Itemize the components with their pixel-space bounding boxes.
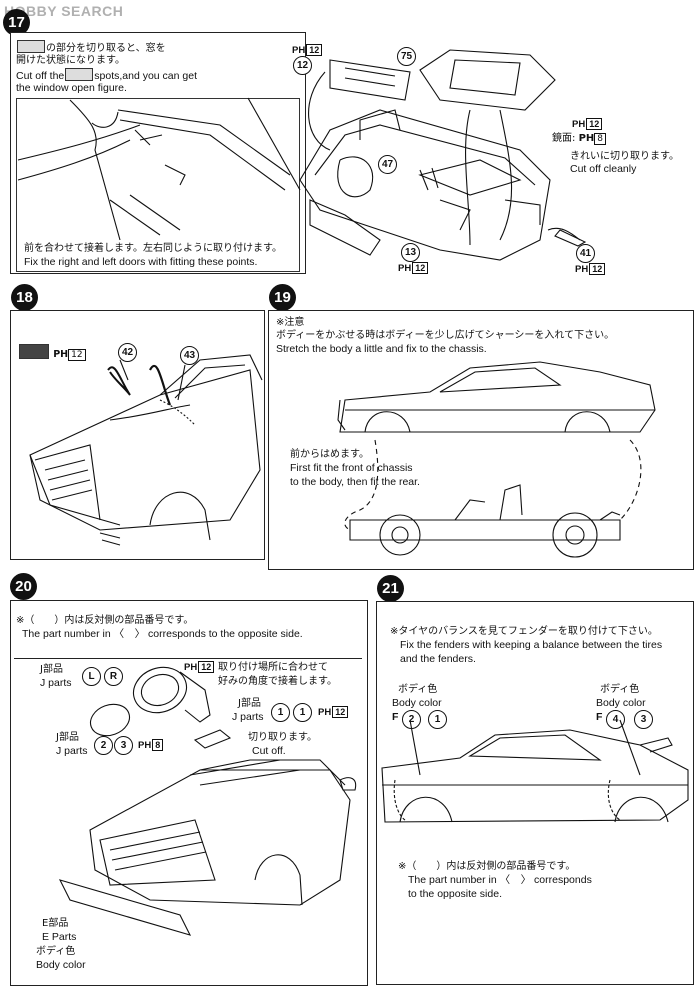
s21-foot-en-2: to the opposite side. (408, 888, 502, 900)
step-18-badge: 18 (11, 284, 38, 311)
s21-car-side-drawing (381, 719, 689, 823)
watermark: HOBBY SEARCH (4, 3, 124, 19)
s19-fit-guides (344, 439, 642, 531)
door-detail-box (16, 98, 300, 272)
part-f1: 1 (428, 710, 447, 729)
part-j1-b: 1 (293, 703, 312, 722)
s20-j2-jp: J部品 (238, 698, 261, 709)
s20-car-front-drawing (58, 759, 357, 936)
cut-area-swatch (17, 40, 45, 53)
s20-cut-jp: 切り取ります。 (248, 732, 317, 743)
s21-right-code: F (596, 711, 603, 723)
s20-j3-en: J parts (56, 745, 88, 757)
s21-left-code: F (392, 711, 399, 723)
s19-body-drawing (337, 361, 656, 433)
s19-front-jp: 前からはめます。 (290, 449, 369, 460)
part-j1-a: 1 (271, 703, 290, 722)
s20-cut-en: Cut off. (252, 745, 286, 757)
step-19-panel (268, 310, 694, 570)
s21-note-en-1: Fix the fenders with keeping a balance b… (400, 639, 663, 651)
s20-j3-jp: J部品 (56, 732, 79, 743)
s21-right-jp: ボディ色 (600, 684, 640, 695)
s19-note-jp-1: ※注意 (276, 317, 305, 328)
s20-e-en: E Parts (42, 931, 77, 943)
s21-note-jp: ※タイヤのバランスを見てフェンダーを取り付けて下さい。 (390, 626, 658, 637)
s17-fit-en: Fix the right and left doors with fittin… (24, 256, 258, 268)
part-12-label: 12 (293, 56, 312, 75)
s17-note-en-2: the window open figure. (16, 82, 127, 94)
s20-note-jp: ※（ ）内は反対側の部品番号です。 (16, 615, 194, 626)
s17-note-jp-1: の部分を切り取ると、窓を (16, 40, 166, 55)
s19-front-en-2: to the body, then fit the rear. (290, 476, 420, 488)
paint-swatch (19, 344, 49, 359)
step-20-badge: 20 (10, 573, 37, 600)
s21-left-en: Body color (392, 697, 442, 709)
s20-attach-jp-2: 好みの角度で接着します。 (218, 676, 337, 687)
part-f4: 4 (606, 710, 625, 729)
part-l-label: L (82, 667, 101, 686)
step-17-badge: 17 (3, 9, 30, 36)
part-f3: 3 (634, 710, 653, 729)
s20-e-jp: E部品 (42, 918, 69, 929)
cut-area-swatch-2 (65, 68, 94, 81)
door-detail-drawing (17, 99, 291, 241)
s17-cut-en: Cut off cleanly (570, 163, 637, 175)
s19-chassis-drawing (349, 484, 621, 558)
s17-fit-jp: 前を合わせて接着します。左右同じように取り付けます。 (24, 243, 282, 254)
part-j2: 2 (94, 736, 113, 755)
s21-left-jp: ボディ色 (398, 684, 438, 695)
s17-leader (247, 97, 301, 191)
part-j3: 3 (114, 736, 133, 755)
part-42-label: 42 (118, 343, 137, 362)
s20-mirror-parts-drawing (89, 666, 232, 749)
part-41-label: 41 (576, 244, 595, 263)
s17-note-jp-2: 開けた状態になります。 (16, 55, 125, 66)
part-47-label: 47 (378, 155, 397, 174)
step-19-badge: 19 (269, 284, 296, 311)
s20-j-parts-en: J parts (40, 677, 72, 689)
s17-cut-jp: きれいに切り取ります。 (570, 151, 679, 162)
step-21-panel (376, 601, 694, 985)
s21-right-en: Body color (596, 697, 646, 709)
s18-car-front-drawing (29, 354, 263, 546)
part-75-label: 75 (397, 47, 416, 66)
step-18-panel (10, 310, 265, 560)
part-43-label: 43 (180, 346, 199, 365)
s19-front-en-1: First fit the front of chassis (290, 462, 413, 474)
s20-body-en: Body color (36, 959, 86, 971)
s20-body-jp: ボディ色 (36, 946, 76, 957)
s19-note-jp-2: ボディーをかぶせる時はボディーを少し広げてシャーシーを入れて下さい。 (276, 330, 615, 341)
s20-attach-jp-1: 取り付け場所に合わせて (218, 662, 328, 673)
s20-j2-en: J parts (232, 711, 264, 723)
step-21-badge: 21 (377, 575, 404, 602)
s21-foot-en-1: The part number in 〈 〉 corresponds (408, 874, 592, 886)
s19-note-en: Stretch the body a little and fix to the… (276, 343, 487, 355)
s17-car-body-drawing (299, 49, 587, 261)
s21-foot-jp: ※（ ）内は反対側の部品番号です。 (398, 861, 576, 872)
s20-note-en: The part number in 〈 〉 corresponds to th… (22, 628, 303, 640)
part-13-label: 13 (401, 243, 420, 262)
s20-j-parts-jp: J部品 (40, 664, 63, 675)
part-r-label: R (104, 667, 123, 686)
s21-note-en-2: and the fenders. (400, 653, 476, 665)
